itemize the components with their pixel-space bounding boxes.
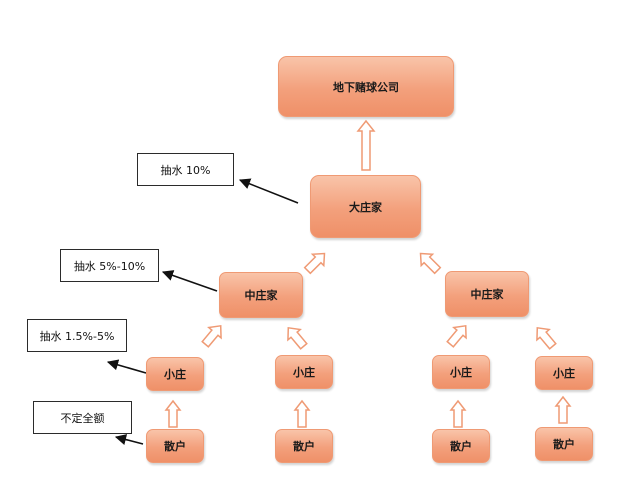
annotation-mid-dealer-cut: 抽水 5%-10% (60, 249, 159, 282)
node-small-dealer-1: 小庄 (146, 357, 204, 391)
node-small-dealer-3: 小庄 (432, 355, 490, 389)
pointer-retail (114, 434, 144, 445)
arrow-small2-to-midleft (287, 326, 308, 350)
node-retail-1: 散户 (146, 429, 204, 463)
annotation-big-dealer-cut: 抽水 10% (137, 153, 234, 186)
arrow-retail3-to-small3 (449, 399, 467, 428)
node-retail-3: 散户 (432, 429, 490, 463)
annotation-retail-amount: 不定全额 (33, 401, 132, 434)
arrow-small4-to-midright (536, 326, 557, 350)
arrow-small3-to-midright (446, 324, 467, 348)
pointer-big-dealer (238, 178, 299, 204)
node-underground-company: 地下赌球公司 (278, 56, 454, 117)
arrow-midright-to-big (419, 252, 442, 275)
arrow-big-to-company (356, 119, 376, 171)
node-retail-2: 散户 (275, 429, 333, 463)
node-retail-4: 散户 (535, 427, 593, 461)
node-small-dealer-2: 小庄 (275, 355, 333, 389)
arrow-retail4-to-small4 (554, 395, 572, 424)
arrow-retail2-to-small2 (293, 399, 311, 428)
pointer-small-dealer (106, 359, 147, 374)
node-big-dealer: 大庄家 (310, 175, 421, 238)
arrow-midleft-to-big (303, 252, 326, 275)
arrow-retail1-to-small1 (164, 399, 182, 428)
pointer-mid-dealer (161, 270, 218, 292)
node-mid-dealer-right: 中庄家 (445, 271, 529, 317)
node-mid-dealer-left: 中庄家 (219, 272, 303, 318)
arrow-small1-to-midleft (201, 324, 222, 348)
node-small-dealer-4: 小庄 (535, 356, 593, 390)
annotation-small-dealer-cut: 抽水 1.5%-5% (27, 319, 127, 352)
